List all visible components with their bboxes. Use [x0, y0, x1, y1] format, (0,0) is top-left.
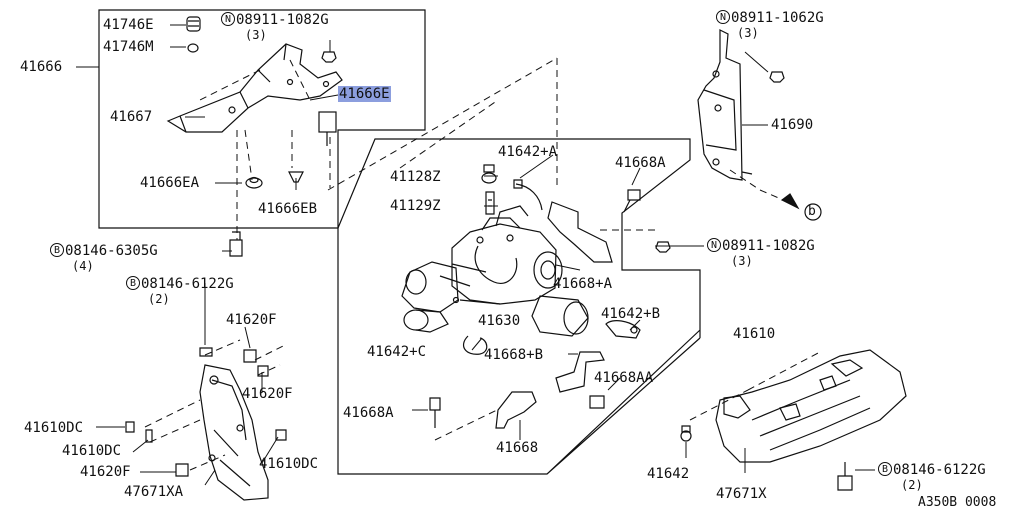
bolt-symbol-icon: B: [126, 276, 140, 290]
callout-41668-plus-B[interactable]: 41668+B: [484, 347, 544, 363]
quantity-label: (3): [737, 26, 759, 40]
bracket-41668plusA: [547, 201, 613, 263]
callout-41128Z[interactable]: 41128Z: [390, 169, 441, 185]
callout-41620F-c[interactable]: 41620F: [80, 464, 131, 480]
callout-47671XA[interactable]: 47671XA: [124, 484, 184, 500]
callout-41668A-bottom[interactable]: 41668A: [343, 405, 394, 421]
callout-41610DC-a[interactable]: 41610DC: [24, 420, 84, 436]
bracket-41668B: [555, 351, 605, 393]
callout-41129Z[interactable]: 41129Z: [390, 198, 441, 214]
diagram-code: A350B 0008: [918, 495, 997, 510]
callout-41667[interactable]: 41667: [110, 109, 153, 125]
clip-41642C: [463, 335, 488, 355]
callout-label: 08146-6305G: [65, 243, 158, 259]
callout-41610DC-b[interactable]: 41610DC: [62, 443, 122, 459]
shield-47671XA: [199, 364, 269, 501]
callout-41630[interactable]: 41630: [478, 313, 521, 329]
callout-41610[interactable]: 41610: [733, 326, 776, 342]
callout-41668A-top[interactable]: 41668A: [615, 155, 666, 171]
callout-41746E[interactable]: 41746E: [103, 17, 154, 33]
callout-41620F-b[interactable]: 41620F: [242, 386, 293, 402]
callout-label: 08911-1082G: [236, 12, 329, 28]
callout-41668AA[interactable]: 41668AA: [594, 370, 654, 386]
callout-41668-plus-A[interactable]: 41668+A: [553, 276, 613, 292]
callout-41666EB[interactable]: 41666EB: [258, 201, 318, 217]
callout-label: 08911-1082G: [722, 238, 815, 254]
callout-41642-plus-B[interactable]: 41642+B: [601, 306, 661, 322]
callout-label: 08911-1062G: [731, 10, 824, 26]
callout-41746M[interactable]: 41746M: [103, 39, 154, 55]
undercover-47671X: [715, 349, 907, 463]
clip-41642B: [605, 320, 641, 339]
nut-symbol-icon: N: [707, 238, 721, 252]
bolt-symbol-icon: B: [50, 243, 64, 257]
ref-b-marker: b: [808, 204, 816, 219]
callout-41642-plus-C[interactable]: 41642+C: [367, 344, 427, 360]
highlight: 41666E: [338, 86, 391, 102]
nut-symbol-icon: N: [716, 10, 730, 24]
callout-41690[interactable]: 41690: [771, 117, 814, 133]
hcu-41630: [401, 205, 589, 337]
callout-41642[interactable]: 41642: [647, 466, 690, 482]
quantity-label: (2): [901, 478, 923, 492]
bolt-symbol-icon: B: [878, 462, 892, 476]
callout-label: 08146-6122G: [893, 462, 986, 478]
callout-label: 08146-6122G: [141, 276, 234, 292]
bracket-41690: [697, 29, 743, 181]
callout-47671X[interactable]: 47671X: [716, 486, 767, 502]
callout-41610DC-c[interactable]: 41610DC: [259, 456, 319, 472]
bracket-41668: [495, 391, 537, 429]
bracket-41667: [166, 43, 343, 133]
callout-41642-plus-A[interactable]: 41642+A: [498, 144, 558, 160]
callout-41666E[interactable]: 41666E: [338, 86, 391, 102]
callout-41668[interactable]: 41668: [496, 440, 539, 456]
nut-symbol-icon: N: [221, 12, 235, 26]
box-41666-frame: [98, 9, 426, 229]
callout-41666[interactable]: 41666: [20, 59, 63, 75]
quantity-label: (4): [72, 259, 94, 273]
quantity-label: (2): [148, 292, 170, 306]
callout-41620F-a[interactable]: 41620F: [226, 312, 277, 328]
quantity-label: (3): [245, 28, 267, 42]
callout-41666EA[interactable]: 41666EA: [140, 175, 200, 191]
quantity-label: (3): [731, 254, 753, 268]
box-41610-frame: [337, 138, 701, 475]
